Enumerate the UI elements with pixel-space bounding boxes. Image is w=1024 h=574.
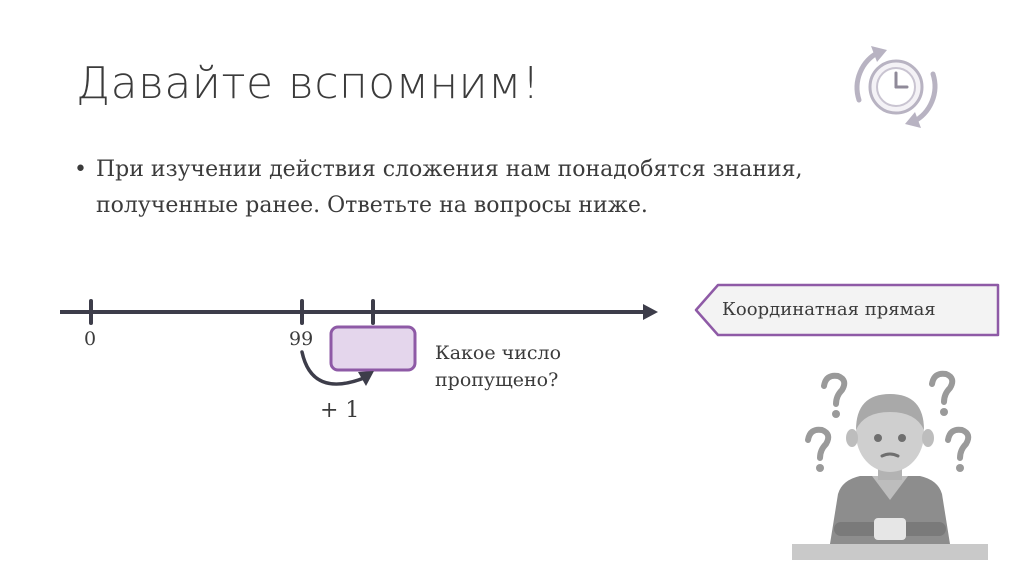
- history-clock-icon: [854, 46, 938, 128]
- thinking-person-icon: [792, 370, 988, 560]
- bullet-text: При изучении действия сложения нам понад…: [96, 152, 934, 224]
- number-line-arrow: [643, 304, 658, 320]
- tick-label-0: 0: [84, 328, 97, 350]
- bullet-point: • При изучении действия сложения нам пон…: [74, 152, 934, 224]
- step-arrow: [300, 350, 366, 386]
- bullet-mark: •: [74, 157, 87, 182]
- question-text: Какое число пропущено?: [435, 340, 635, 394]
- question-line-2: пропущено?: [435, 369, 559, 391]
- bullet-line-2: полученные ранее. Ответьте на вопросы ни…: [96, 193, 648, 218]
- question-line-1: Какое число: [435, 342, 562, 364]
- bullet-line-1: При изучении действия сложения нам понад…: [96, 157, 803, 182]
- slide-title: Давайте вспомним!: [76, 58, 540, 109]
- coordinate-line-tag-label: Координатная прямая: [722, 299, 936, 320]
- step-label: + 1: [320, 398, 360, 423]
- tick-label-99: 99: [289, 328, 314, 350]
- step-arrowhead: [358, 371, 374, 386]
- answer-box: [329, 325, 417, 372]
